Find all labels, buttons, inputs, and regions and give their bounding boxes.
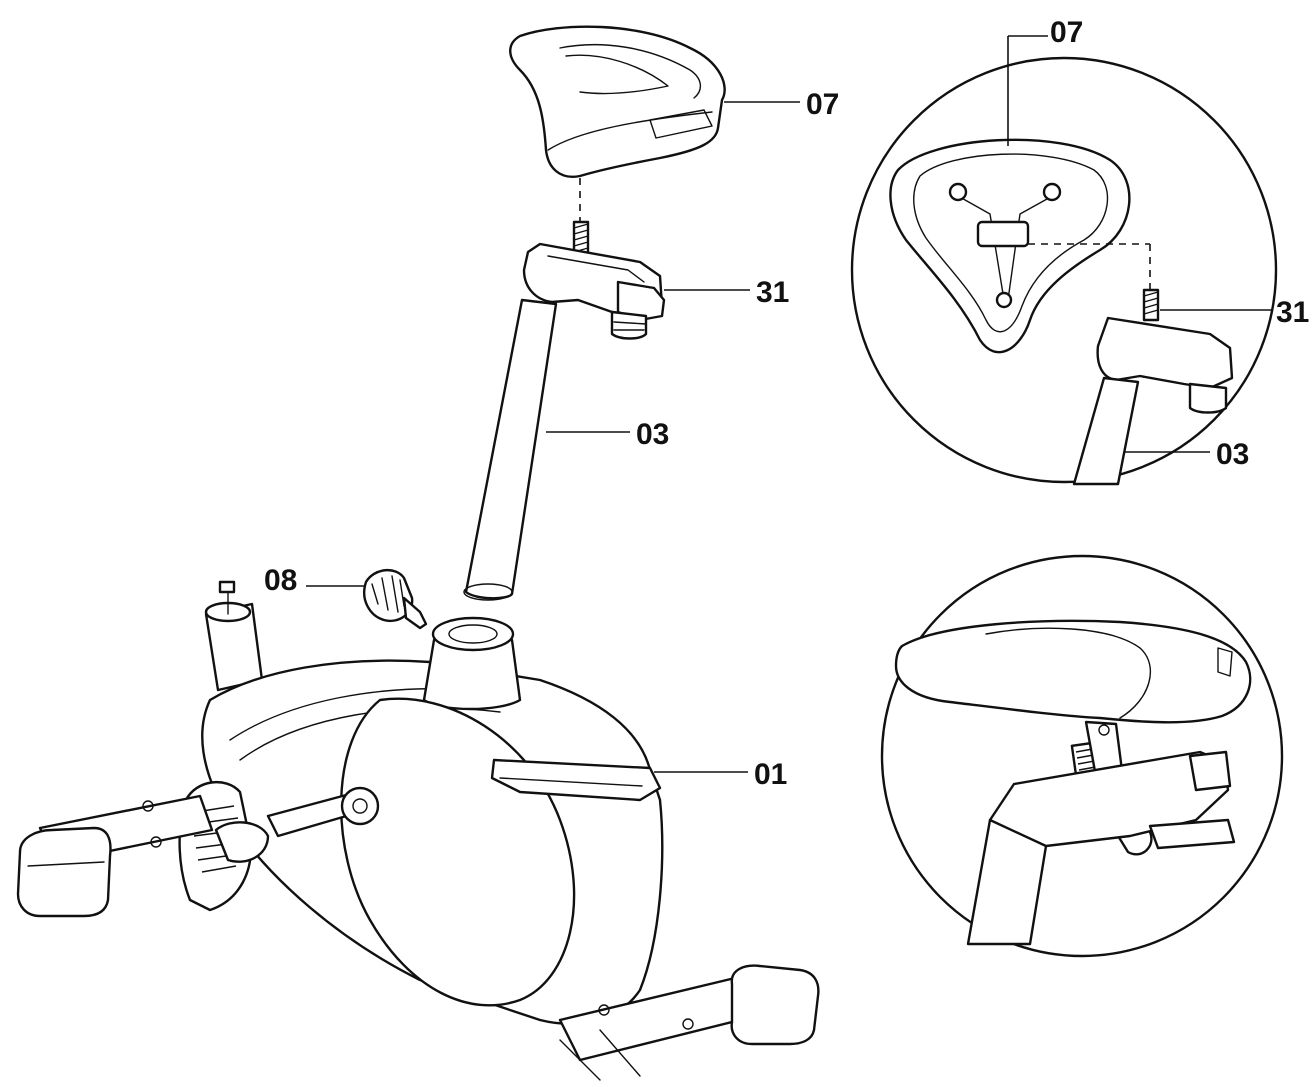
- seat-post-part: [463, 298, 558, 601]
- seat-clamp-part: [522, 220, 666, 340]
- callout-knob: 08: [264, 564, 297, 597]
- detail-circle-seat-fitted: [880, 554, 1284, 958]
- callout-detail-clamp: 31: [1276, 296, 1309, 329]
- knob-part: [363, 569, 428, 630]
- callout-detail-seat: 07: [1050, 16, 1083, 49]
- seat-part: [509, 25, 726, 178]
- callout-seat-main: 07: [806, 88, 839, 121]
- callout-detail-post: 03: [1216, 438, 1249, 471]
- callout-frame: 01: [754, 758, 787, 791]
- detail-circle-seat-underside: [850, 56, 1278, 486]
- callout-clamp-main: 31: [756, 276, 789, 309]
- frame-part: [16, 580, 820, 1081]
- callout-post-main: 03: [636, 418, 669, 451]
